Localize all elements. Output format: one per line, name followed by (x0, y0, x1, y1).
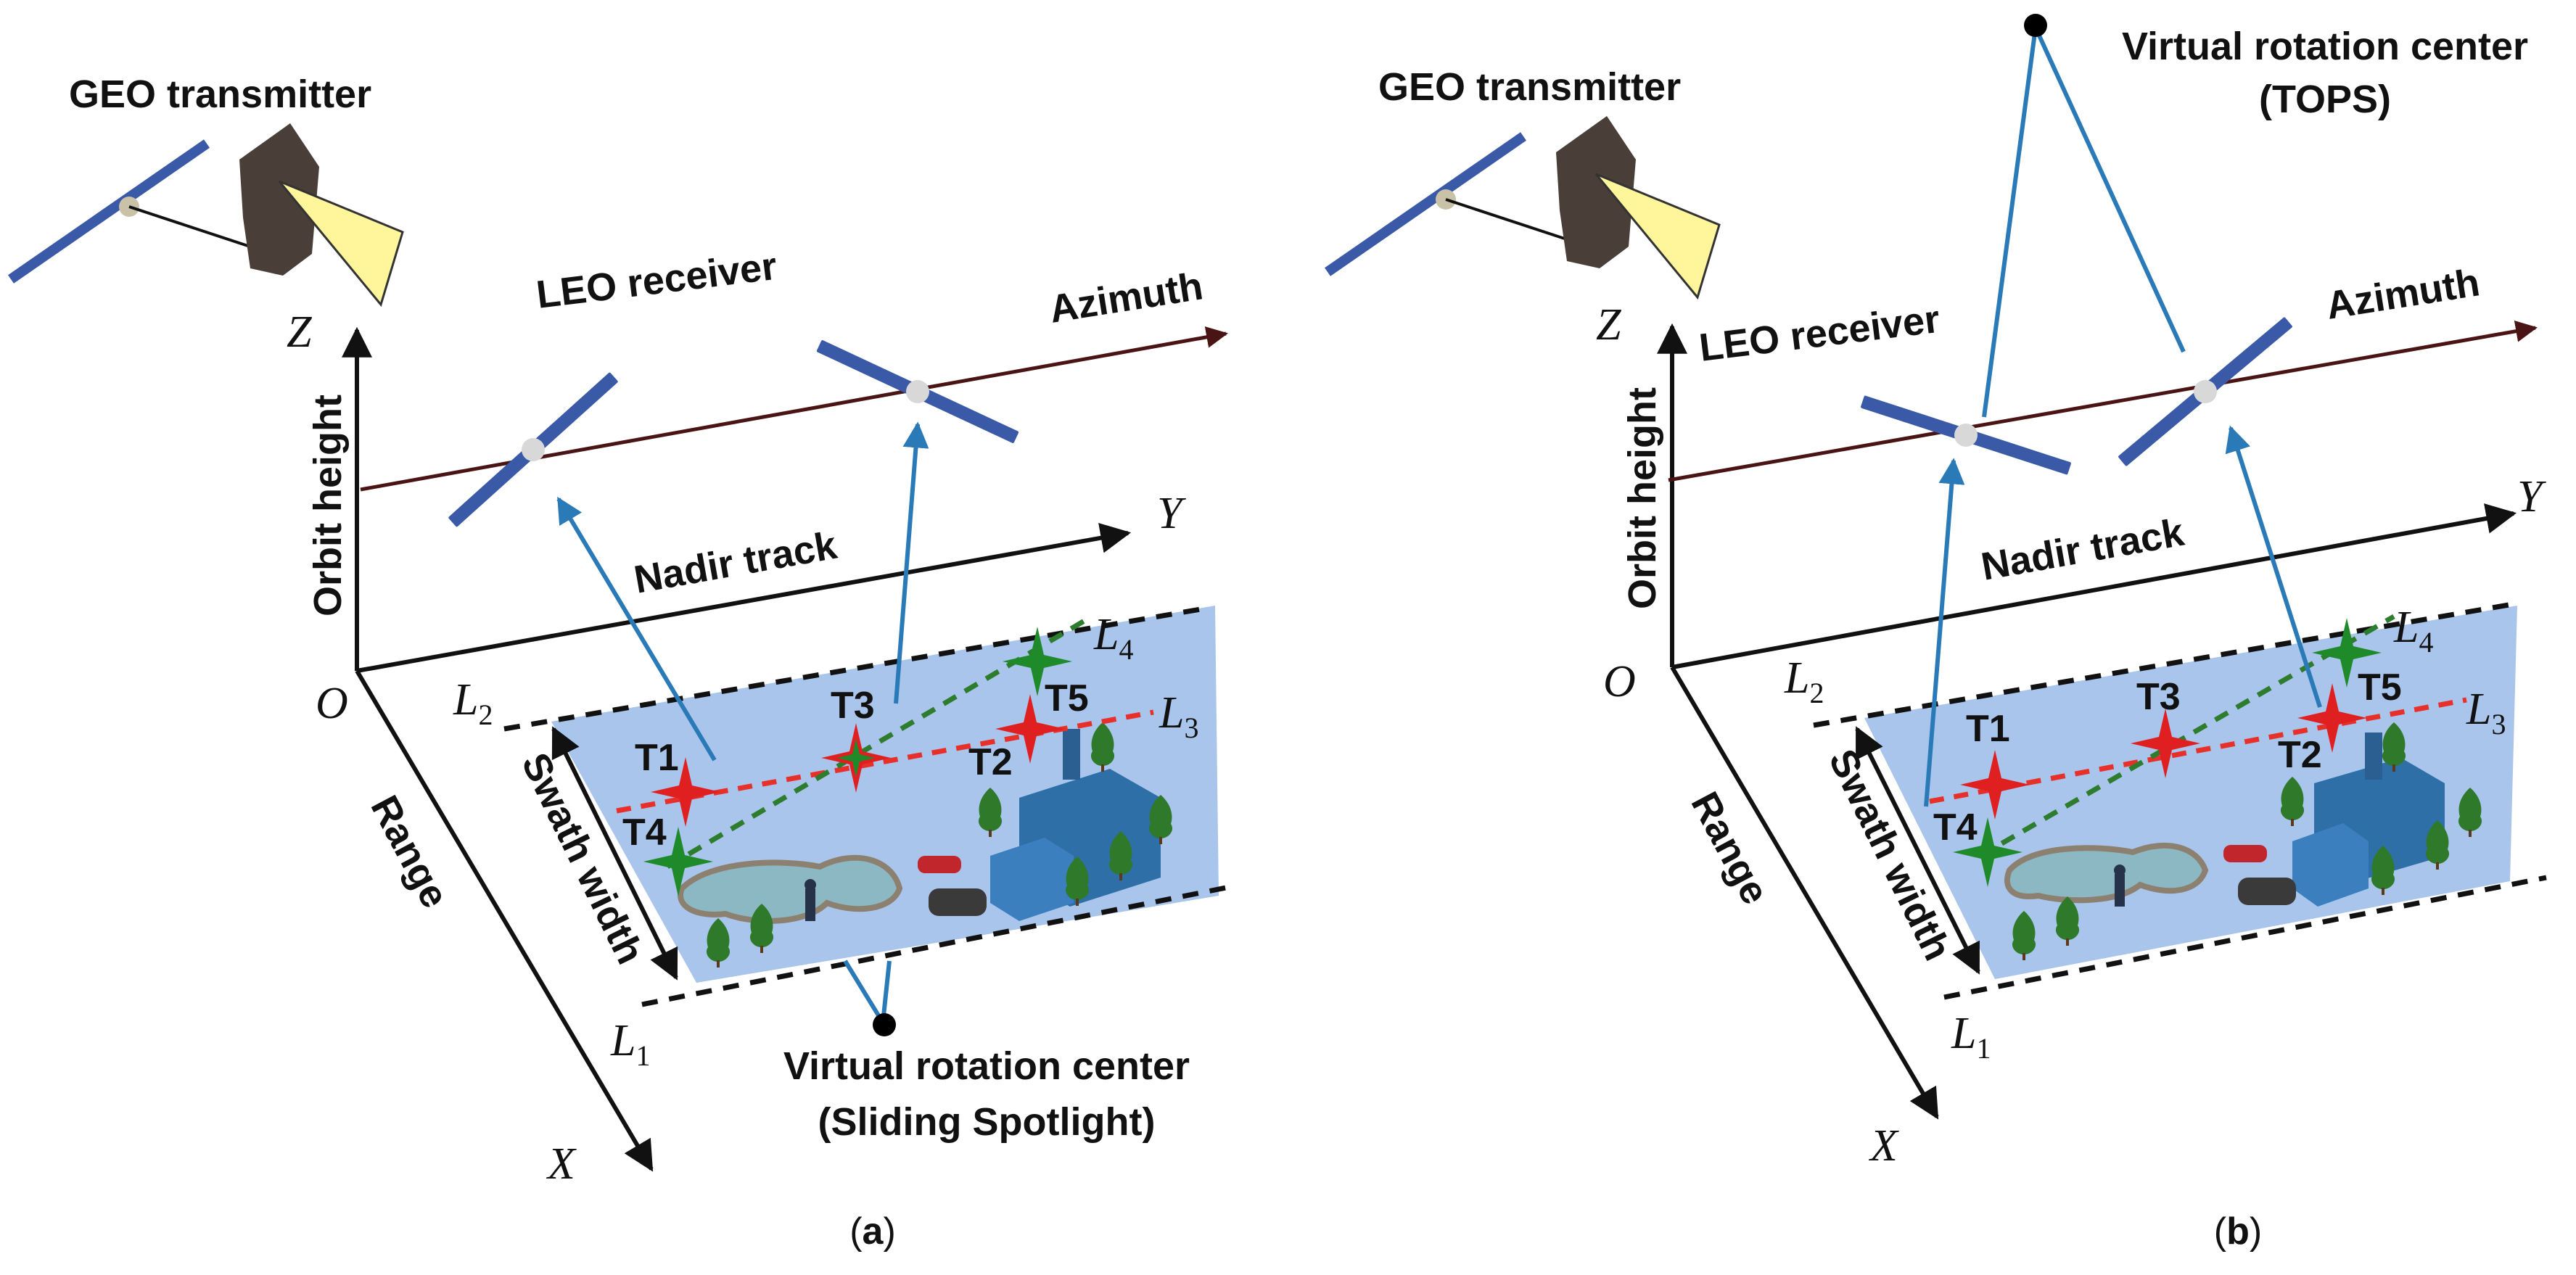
target-t5-label: T5 (1045, 677, 1089, 719)
x-axis-label: X (546, 1139, 577, 1189)
swath-arrow (551, 726, 678, 981)
l2-dashed-line (503, 606, 1201, 732)
person-figure (805, 879, 816, 921)
leo-satellite-a1 (448, 371, 619, 528)
l3-label: L3 (1159, 688, 1198, 744)
leo-receiver-label-b: LEO receiver (1697, 297, 1942, 370)
target-t2-label-b: T2 (2278, 734, 2322, 776)
beam-line-b1 (1924, 458, 1965, 807)
origin-label: O (316, 679, 348, 728)
range-label: Range (362, 788, 456, 915)
azimuth-label-b: Azimuth (2323, 260, 2482, 328)
geo-transmitter-illustration-b (1325, 116, 1721, 300)
pond-illustration-b (2004, 842, 2209, 904)
x-axis-b (1670, 666, 1939, 1120)
y-axis-label-b: Y (2517, 472, 2546, 521)
target-t1-label: T1 (635, 737, 679, 779)
vrc-label-line1: Virtual rotation center (783, 1044, 1190, 1088)
geo-transmitter-label-b: GEO transmitter (1378, 65, 1681, 109)
leo-receiver-label: LEO receiver (534, 244, 779, 317)
target-t4-label-b: T4 (1933, 806, 1978, 849)
vrc-label-line1-b: Virtual rotation center (2122, 25, 2528, 68)
origin-label-b: O (1603, 657, 1636, 706)
panel-b: GEO transmitter LEO receiver Azimuth Nad… (1325, 14, 2547, 1253)
caption-a: (a) (849, 1210, 896, 1253)
beam-line-2 (894, 421, 929, 704)
l1-dashed-line-b (1943, 875, 2547, 1000)
x-axis (355, 669, 654, 1172)
panel-a: GEO transmitter LEO receiver Azimuth Nad… (8, 73, 1234, 1253)
z-axis-label-b: Z (1596, 300, 1621, 350)
l3-label-b: L3 (2466, 685, 2506, 740)
city-buildings-b (2292, 733, 2445, 907)
target-t3-label-b: T3 (2136, 676, 2181, 718)
l4-label-b: L4 (2393, 603, 2433, 659)
cars (918, 856, 987, 916)
orbit-height-label: Orbit height (306, 395, 350, 616)
l3-red-line-b (1929, 697, 2467, 804)
target-t4-label: T4 (622, 812, 667, 854)
l1-dashed-line (641, 883, 1234, 1007)
l4-green-line (666, 614, 1093, 870)
azimuth-label: Azimuth (1046, 264, 1206, 331)
l4-green-line-b (1979, 614, 2395, 859)
range-label-b: Range (1682, 785, 1777, 911)
geo-transmitter-illustration (8, 123, 404, 308)
orbit-height-label-b: Orbit height (1621, 387, 1664, 609)
cars-b (2223, 845, 2296, 905)
beam-line-b2 (2225, 425, 2322, 708)
l2-label-b: L2 (1784, 653, 1824, 709)
vrc-point-a (873, 1013, 896, 1036)
l4-label: L4 (1093, 610, 1133, 666)
target-t2-label: T2 (968, 741, 1013, 783)
y-axis (356, 522, 1132, 673)
swath-arrow-b (1855, 726, 1980, 975)
beam-line-1 (556, 496, 717, 762)
caption-b: (b) (2214, 1210, 2262, 1253)
l2-label: L2 (453, 675, 493, 731)
vrc-lines-b (1982, 20, 2186, 418)
geo-transmitter-label: GEO transmitter (69, 73, 371, 116)
leo-satellite-b2 (2118, 316, 2293, 467)
leo-satellite-b1 (1860, 395, 2072, 475)
x-axis-label-b: X (1868, 1121, 1899, 1171)
person-figure-b (2114, 865, 2126, 907)
vrc-point-b (2024, 14, 2047, 37)
orbit-line-b (1668, 320, 2538, 482)
y-axis-label: Y (1157, 489, 1186, 538)
z-axis-label: Z (287, 308, 312, 357)
orbit-line (360, 326, 1228, 492)
target-t1-label-b: T1 (1966, 708, 2010, 750)
leo-satellite-a2 (816, 339, 1019, 444)
y-axis-b (1671, 503, 2517, 669)
l1-label-b: L1 (1951, 1009, 1991, 1065)
vrc-label-line2-b: (TOPS) (2259, 78, 2391, 121)
pond-illustration (678, 854, 903, 924)
target-t3-label: T3 (831, 685, 875, 727)
l3-red-line (616, 709, 1154, 814)
target-t5-label-b: T5 (2358, 667, 2402, 709)
l2-dashed-line-b (1813, 601, 2518, 728)
vrc-label-line2: (Sliding Spotlight) (818, 1100, 1156, 1144)
l1-label: L1 (610, 1016, 650, 1072)
